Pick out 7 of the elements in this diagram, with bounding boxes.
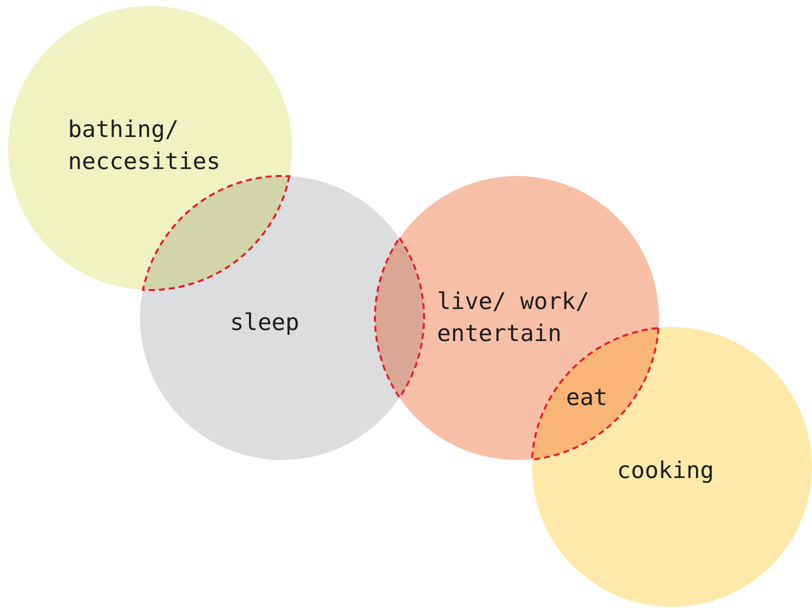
circle-label: live/ work/ entertain xyxy=(437,288,590,349)
circle-label: sleep xyxy=(230,309,300,338)
circle-label: bathing/ neccesities xyxy=(68,116,222,177)
circle-label: eat xyxy=(566,384,609,413)
circle-label: cooking xyxy=(617,457,715,486)
overlap-region xyxy=(375,238,424,398)
overlap-region xyxy=(142,176,290,290)
